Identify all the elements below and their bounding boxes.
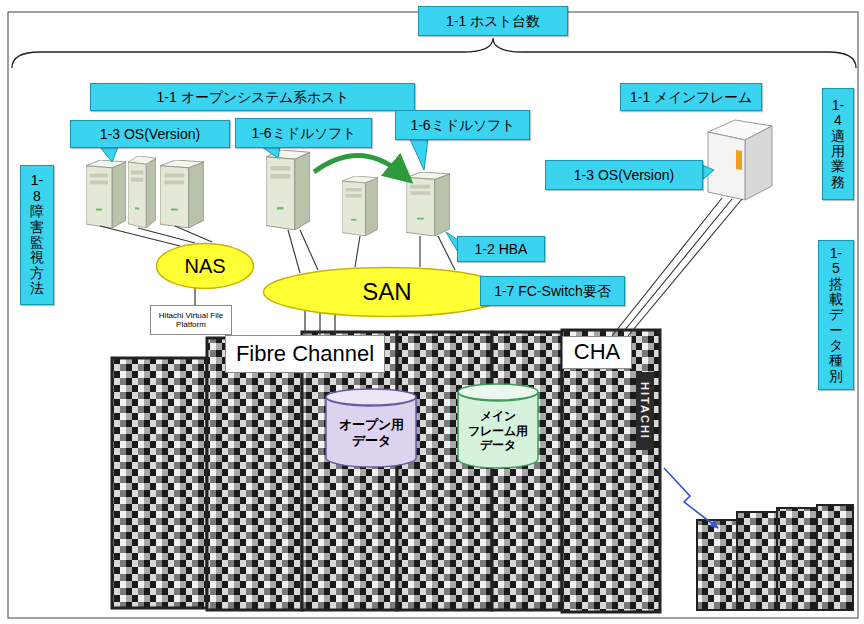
remote-storage — [697, 505, 853, 610]
node-text: 1-8障害監視方法 — [30, 173, 44, 296]
node-text: 1-6ミドルソフト — [410, 117, 514, 134]
server-icons — [86, 150, 450, 236]
node-text: SAN — [362, 278, 411, 306]
storage-racks — [112, 330, 660, 612]
node-text: 1-5搭載データ種別 — [829, 246, 843, 385]
node-text: オープン用 データ — [333, 417, 409, 448]
platform-box: Hitachi Virtual File Platform — [150, 305, 232, 335]
callout-box: 1-6ミドルソフト — [395, 110, 530, 140]
connector-line — [334, 314, 335, 335]
node-text: 1-3 OS(Version) — [100, 126, 200, 143]
channel-label: Fibre Channel — [225, 335, 385, 373]
data-cylinder: メイン フレーム用 データ — [457, 383, 539, 469]
node-text: 1-1 ホスト台数 — [446, 13, 540, 30]
node-text: NAS — [184, 255, 225, 278]
frame — [8, 12, 858, 618]
vertical-callout: 1-4適用業務 — [822, 88, 854, 200]
node-text: 1-6ミドルソフト — [251, 125, 355, 142]
channel-wires — [612, 198, 742, 336]
connector-line — [304, 310, 305, 335]
connector-line — [194, 288, 195, 305]
node-text: CHA — [574, 339, 620, 365]
callout-box: 1-1 オープンシステム系ホスト — [90, 83, 415, 111]
brand-logo: HITACHI — [638, 376, 652, 446]
callout-box: 1-2 HBA — [457, 236, 545, 262]
node-text: メイン フレーム用 データ — [463, 409, 533, 452]
host-wires — [100, 226, 455, 273]
failover-arrow — [314, 155, 402, 174]
callout-box: 1-3 OS(Version) — [70, 120, 230, 148]
data-cylinder: オープン用 データ — [325, 388, 417, 468]
node-text: 1-3 OS(Version) — [574, 167, 674, 184]
vertical-callout: 1-5搭載データ種別 — [818, 240, 854, 390]
node-text: Hitachi Virtual File Platform — [153, 311, 229, 329]
node-text: Fibre Channel — [236, 341, 374, 367]
callout-box: 1-1 メインフレーム — [620, 83, 762, 111]
mainframe-icon — [708, 120, 772, 200]
callout-box: 1-3 OS(Version) — [545, 160, 703, 190]
node-text: 1-7 FC-Switch要否 — [494, 283, 611, 300]
callout-box: 1-1 ホスト台数 — [418, 6, 568, 36]
connector-line — [319, 313, 320, 335]
node-text: 1-2 HBA — [475, 241, 528, 258]
adapter-label: CHA — [562, 336, 632, 369]
curly-bracket — [12, 38, 856, 68]
san-ellipse: SAN — [262, 266, 512, 318]
replication-line — [664, 468, 718, 528]
node-text: 1-4適用業務 — [831, 98, 845, 190]
callout-box: 1-6ミドルソフト — [235, 118, 372, 148]
callout-box: 1-7 FC-Switch要否 — [480, 276, 625, 306]
node-text: 1-1 オープンシステム系ホスト — [156, 89, 348, 106]
node-text: 1-1 メインフレーム — [630, 89, 752, 106]
vertical-callout: 1-8障害監視方法 — [20, 165, 54, 305]
nas-ellipse: NAS — [155, 242, 255, 290]
